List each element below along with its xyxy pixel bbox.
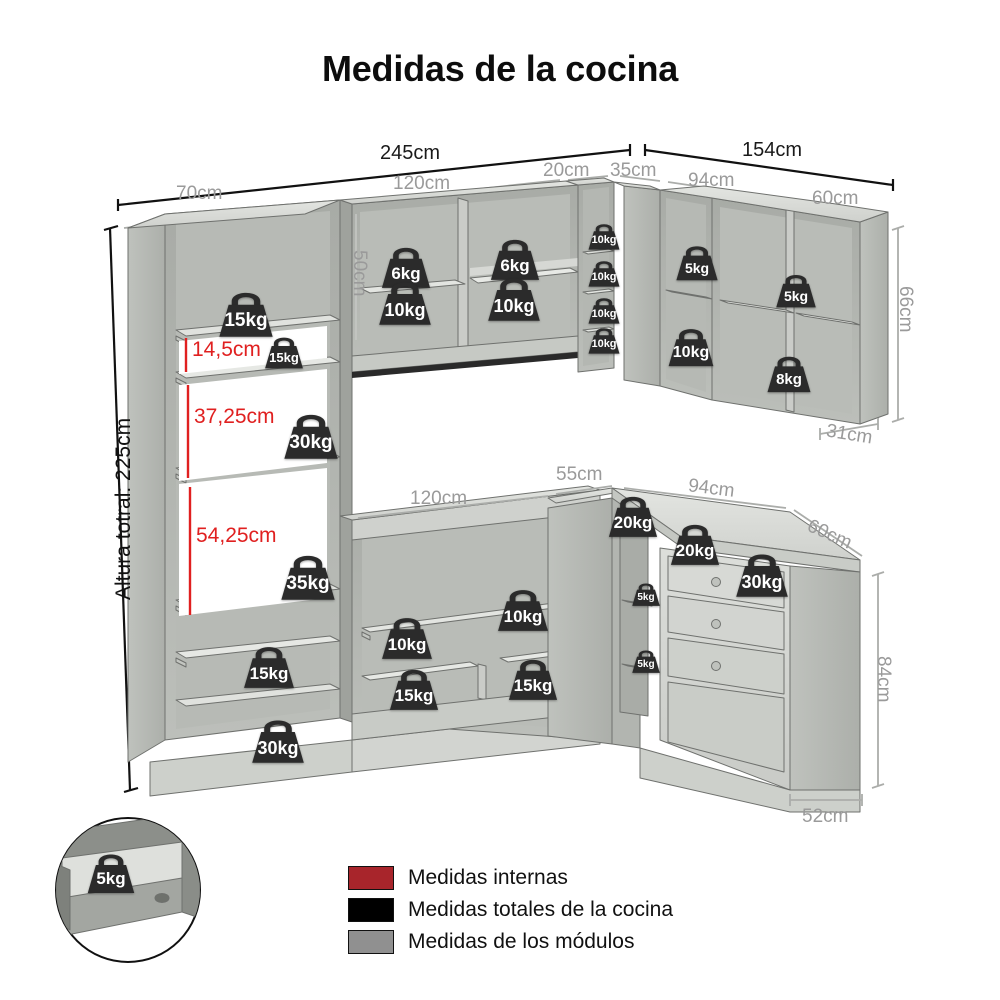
weight-badge: 15kg (262, 330, 306, 370)
dim-upper-module-35: 35cm (610, 160, 657, 181)
dim-lower-module-55: 55cm (556, 464, 603, 485)
dim-upper-module-94: 94cm (688, 170, 735, 191)
legend-swatch-modules (348, 930, 394, 954)
dim-lower-depth: 52cm (802, 806, 849, 827)
weight-badge-label: 8kg (776, 371, 802, 388)
weight-badge: 15kg (505, 650, 561, 702)
dim-upper-module-70: 70cm (176, 183, 223, 204)
weight-badge: 10kg (665, 320, 717, 368)
weight-badge: 15kg (240, 637, 298, 690)
weight-badge-label: 10kg (387, 634, 427, 654)
weight-badge: 10kg (586, 255, 622, 288)
weight-badge: 5kg (773, 267, 819, 309)
weight-badge-label: 10kg (493, 295, 535, 316)
weight-badge-label: 10kg (591, 233, 617, 246)
weight-badge-label: 10kg (591, 307, 617, 320)
dim-upper-module-60: 60cm (812, 188, 859, 209)
weight-badge: 5kg (630, 645, 662, 674)
weight-badge-label: 5kg (637, 591, 655, 603)
weight-badge: 10kg (586, 322, 622, 355)
dim-upper-module-20: 20cm (543, 160, 590, 181)
weight-badge: 30kg (732, 544, 792, 599)
legend-row: Medidas de los módulos (348, 928, 673, 956)
weight-badge: 20kg (667, 515, 723, 567)
legend-label-total: Medidas totales de la cocina (408, 898, 673, 921)
weight-badge-label: 6kg (500, 256, 530, 276)
dim-upper-right-height: 66cm (895, 286, 916, 333)
weight-badge: 6kg (378, 238, 434, 290)
dim-upper-inner-height: 50cm (349, 250, 370, 297)
weight-badge: 8kg (764, 348, 814, 394)
weight-badge-label: 15kg (249, 663, 289, 683)
weight-badge-label: 5kg (684, 260, 710, 277)
legend-swatch-internal (348, 866, 394, 890)
weight-badge: 15kg (215, 282, 277, 339)
dim-upper-left-total: 245cm (380, 142, 441, 164)
weight-badge-label: 5kg (637, 658, 655, 670)
weight-badge-label: 10kg (384, 299, 426, 320)
weight-badge: 10kg (494, 580, 552, 633)
weight-badge: 10kg (586, 218, 622, 251)
weight-badge-label: 10kg (672, 343, 710, 361)
dim-upper-module-120: 120cm (393, 173, 451, 194)
dim-internal-3: 54,25cm (196, 524, 277, 547)
legend-label-modules: Medidas de los módulos (408, 930, 635, 953)
weight-badge: 5kg (673, 238, 721, 282)
weight-badge: 30kg (280, 404, 342, 461)
weight-badge-label: 20kg (613, 513, 653, 533)
weight-badge-label: 30kg (257, 737, 299, 758)
module-dimension-lines-lower (357, 485, 863, 557)
dim-lower-module-120: 120cm (410, 488, 468, 509)
weight-badge-label: 15kg (269, 349, 299, 365)
internal-measure-ticks (184, 338, 192, 615)
weight-badge: 5kg (630, 578, 662, 607)
dim-internal-2: 37,25cm (194, 405, 275, 428)
dim-total-height: Altura totral: 225cm (112, 417, 135, 600)
weight-badge: 20kg (605, 487, 661, 539)
weight-badge-label: 10kg (503, 606, 543, 626)
legend-row: Medidas totales de la cocina (348, 896, 673, 924)
weight-badge: 15kg (386, 660, 442, 712)
weight-badge-label: 20kg (675, 541, 715, 561)
legend-swatch-total (348, 898, 394, 922)
upper-right-dimension-lines (819, 225, 905, 440)
weight-badge-label: 10kg (591, 270, 617, 283)
weight-badge: 30kg (248, 710, 308, 765)
legend-label-internal: Medidas internas (408, 866, 568, 889)
dim-lower-height: 84cm (873, 656, 894, 703)
dim-internal-1: 14,5cm (192, 338, 261, 361)
weight-badge: 6kg (487, 230, 543, 282)
weight-badge-label: 30kg (289, 432, 333, 454)
upper-cabinet-right-94 (659, 185, 889, 425)
weight-badge-label: 35kg (286, 573, 330, 595)
weight-badge-drawer-detail: 5kg (84, 845, 138, 895)
weight-badge-label: 15kg (394, 686, 434, 706)
dim-upper-right-total: 154cm (742, 139, 803, 161)
weight-badge: 35kg (277, 545, 339, 602)
weight-badge: 10kg (375, 272, 435, 327)
weight-badge: 10kg (586, 292, 622, 325)
lower-cabinet-right-drawers (611, 487, 861, 813)
legend: Medidas internas Medidas totales de la c… (348, 864, 673, 960)
weight-badge: 10kg (378, 608, 436, 661)
height-dimension-line (103, 224, 139, 794)
page-title: Medidas de la cocina (321, 48, 679, 89)
weight-badge-label: 30kg (741, 571, 783, 592)
weight-badge-label: 6kg (391, 264, 421, 284)
lower-right-dimension-lines (789, 571, 885, 806)
weight-badge-label: 15kg (224, 310, 268, 332)
weight-badge-label: 15kg (513, 676, 553, 696)
weight-badge-label: 10kg (591, 337, 617, 350)
legend-row: Medidas internas (348, 864, 673, 892)
weight-badge: 10kg (484, 268, 544, 323)
total-dimension-lines (116, 144, 895, 211)
weight-badge-label: 5kg (96, 869, 126, 889)
weight-badge-label: 5kg (783, 287, 809, 304)
